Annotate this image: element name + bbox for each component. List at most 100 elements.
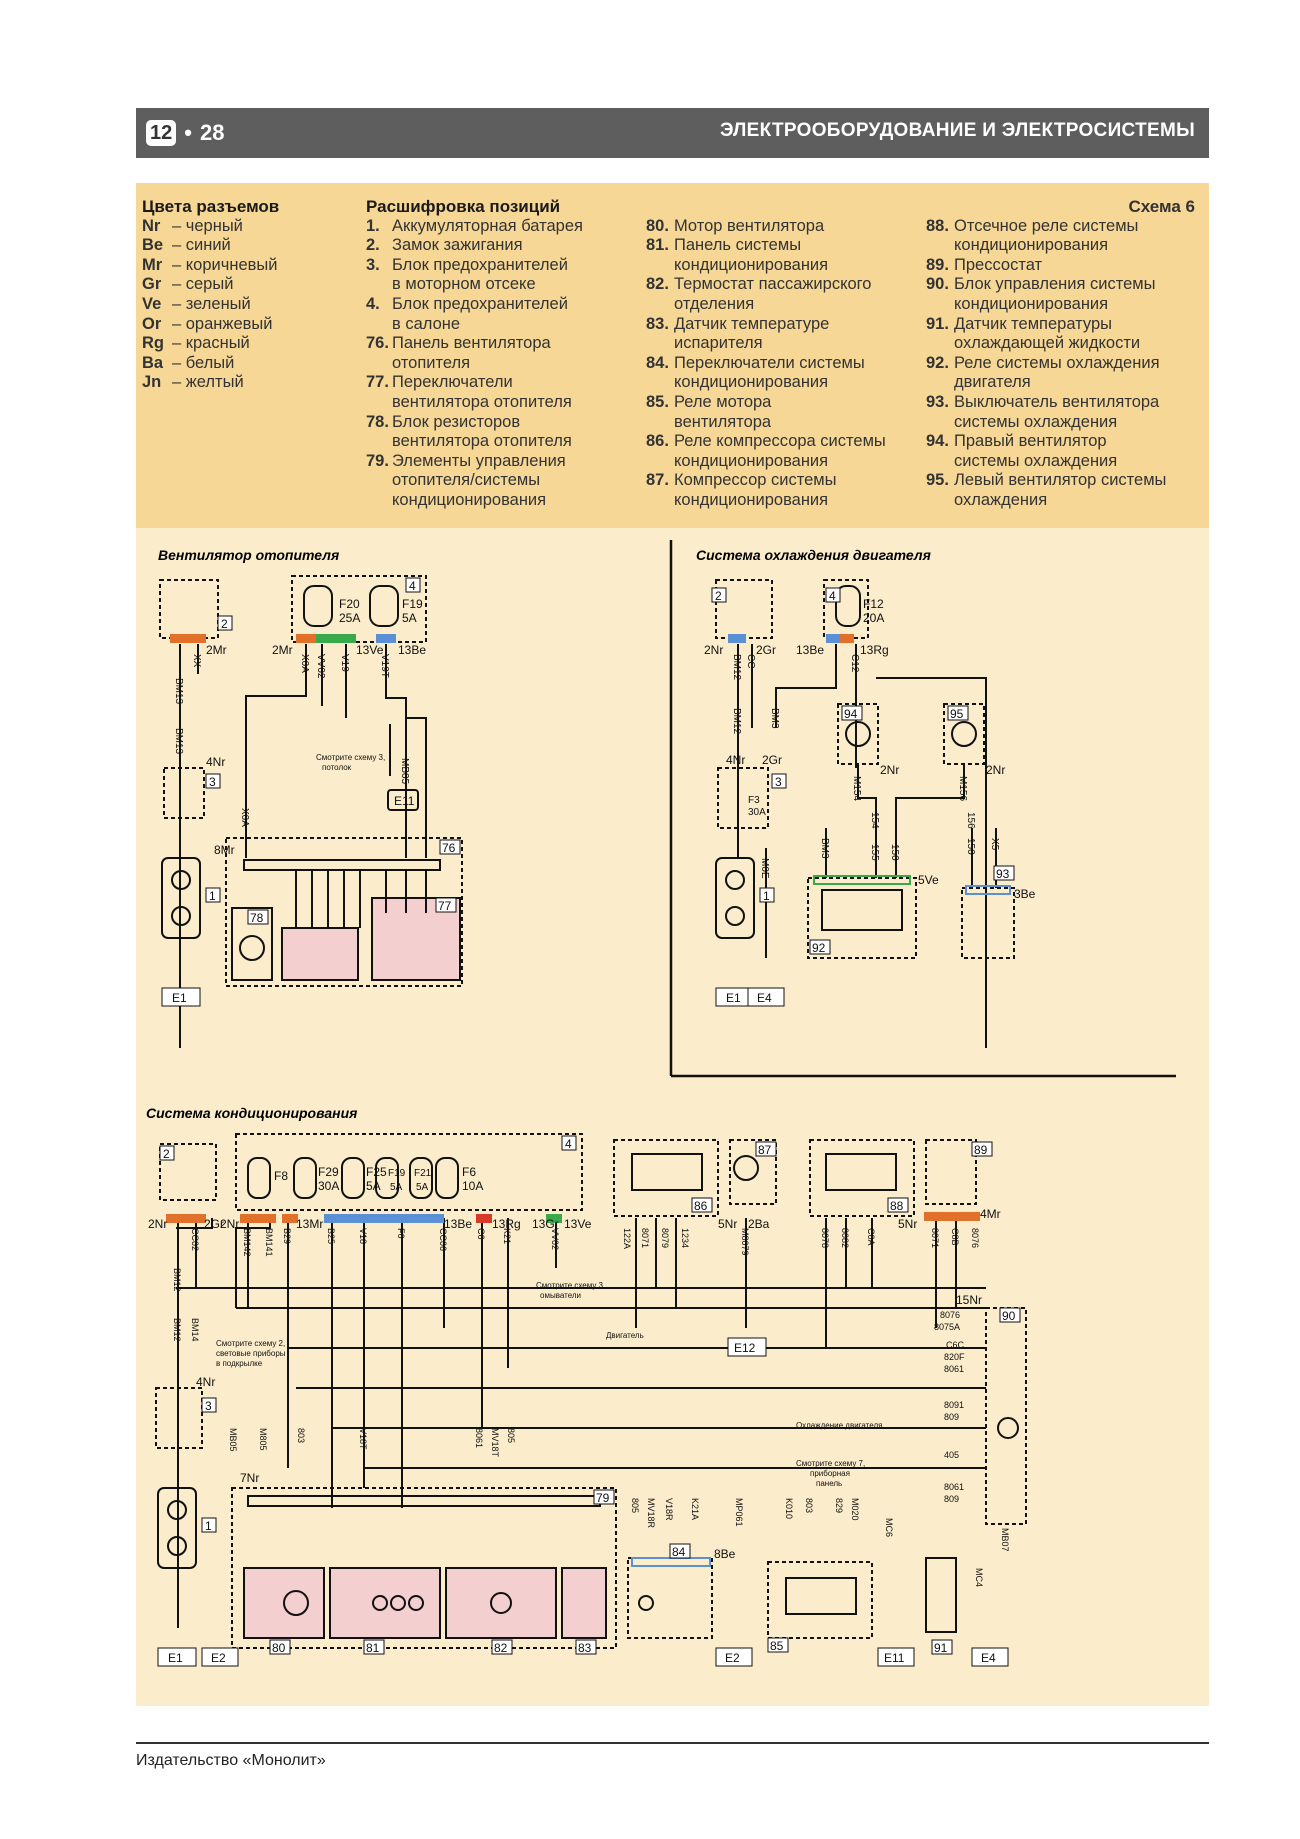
position-text: кондиционирования (954, 236, 1109, 255)
ac-see-b: Смотрите схему 2, (216, 1339, 285, 1348)
ac-label-2gr: 2Gr (204, 1217, 224, 1231)
heater-see-note: Смотрите схему 3, (316, 753, 385, 762)
position-number (646, 256, 674, 276)
position-text: кондиционирования (954, 294, 1109, 313)
heater-label-2mr2: 2Mr (206, 643, 227, 657)
position-item-line: охлаждающей жидкости (926, 334, 1206, 354)
cooling-label-3be: 3Be (1014, 887, 1036, 901)
ac-label-82: 82 (494, 1641, 508, 1655)
connector-color-item: Or– оранжевый (142, 315, 279, 335)
cooling-label-e1: E1 (726, 991, 741, 1005)
page-number: 12 • 28 (146, 120, 224, 146)
position-item-line: 80. Мотор вентилятора (646, 217, 926, 237)
position-item-line: 2.Замок зажигания (366, 236, 606, 256)
cooling-section (715, 579, 1015, 1048)
cooling-wire-12: 155 (869, 844, 880, 861)
connector-color-code: Ve (142, 294, 162, 313)
ac-label-1: 1 (205, 1519, 212, 1533)
position-number: 86. (646, 432, 669, 451)
scheme-number: Схема 6 (1128, 197, 1195, 216)
heater-label-78: 78 (250, 911, 264, 925)
position-item-line: вентилятора (646, 413, 926, 433)
ac-node-8: 405 (944, 1450, 959, 1460)
connector-color-code: Mr (142, 255, 163, 274)
fusebox-3-block (163, 767, 205, 819)
position-number: 81. (646, 236, 669, 255)
position-text: в салоне (392, 314, 461, 333)
ac-wire-12: C6 (476, 1228, 486, 1240)
publisher: Издательство «Монолит» (136, 1752, 326, 1769)
position-number: 92. (926, 353, 949, 372)
position-number: 80. (646, 216, 669, 235)
position-number: 85. (646, 392, 669, 411)
ac-wire-39: 803 (804, 1498, 814, 1513)
heater-label-77: 77 (438, 899, 452, 913)
cooling-label-95: 95 (950, 707, 964, 721)
position-text: Правый вентилятор (954, 432, 1107, 451)
position-item-line: 83.Датчик температуре (646, 315, 926, 335)
position-item-line: 3.Блок предохранителей (366, 256, 606, 276)
ac-wire-14: VV02 (550, 1228, 560, 1250)
ac-wire-15: 8071 (640, 1228, 650, 1248)
wiring-diagram-svg: Вентилятор отопителя (146, 540, 1176, 1667)
position-item-line: системы охлаждения (926, 452, 1206, 472)
ac-label-5nr2: 5Nr (898, 1217, 917, 1231)
ac-wire-21: 8082 (840, 1228, 850, 1248)
position-text: Выключатель вентилятора (954, 392, 1160, 411)
ac-wire-44: MB07 (1000, 1528, 1010, 1552)
position-number: 91. (926, 314, 949, 333)
position-item-line: 89.Прессостат (926, 256, 1206, 276)
positions-list-2: 80. Мотор вентилятора 81. Панель системы кон… (646, 217, 926, 511)
position-item-line: кондиционирования (646, 452, 926, 472)
heater-label-2: 2 (221, 617, 228, 631)
position-number: 1. (366, 216, 380, 235)
cooling-wire-14: 150 (965, 838, 976, 855)
position-number (926, 236, 954, 256)
ac-node-3: C6C (946, 1340, 965, 1350)
position-item-line: 87.Компрессор системы (646, 471, 926, 491)
heater-wire-3: X0A (299, 654, 310, 673)
page-index: 28 (199, 120, 225, 145)
ac-wire-19: M8079 (740, 1228, 750, 1256)
cooling-label-2: 2 (715, 589, 722, 603)
ac-label-4mr: 4Mr (980, 1207, 1001, 1221)
ac-wire-25: 8076 (970, 1228, 980, 1248)
connector-color-code: Or (142, 314, 162, 333)
ac-label-f8: F8 (274, 1169, 288, 1183)
position-item-line: 85.Реле мотора (646, 393, 926, 413)
position-item-line: вентилятора отопителя (366, 393, 606, 413)
ac-label-15nr: 15Nr (956, 1293, 982, 1307)
ac-label-f29: F29 (318, 1165, 339, 1179)
ac-node-4: 820F (944, 1352, 965, 1362)
heater-label-e1: E1 (172, 991, 187, 1005)
position-text: Мотор вентилятора (674, 216, 825, 235)
ac-label-89: 89 (974, 1143, 988, 1157)
position-item-line: двигателя (926, 373, 1206, 393)
ac-wire-43: MC4 (974, 1568, 984, 1587)
ac-wire-36: K21A (690, 1498, 700, 1520)
heater-label-2mr: 2Mr (272, 643, 293, 657)
position-number (646, 295, 674, 315)
connector-color-code: Jn (142, 373, 162, 392)
ac-wire-20: 8078 (820, 1228, 830, 1248)
position-text: Панель системы (674, 236, 802, 255)
ac-label-e12: E12 (734, 1341, 756, 1355)
position-text: Элементы управления (392, 451, 566, 470)
heater-label-1: 1 (209, 889, 216, 903)
position-text: Датчик температуры (954, 314, 1112, 333)
ac-wire-35: V18R (664, 1498, 674, 1521)
cooling-wire-9: 156 (965, 812, 976, 829)
cooling-label-2nr3: 2Nr (986, 763, 1005, 777)
ac-label-e11: E11 (884, 1651, 905, 1665)
cooling-label-93: 93 (996, 867, 1010, 881)
cooling-label-2nr2: 2Nr (880, 763, 899, 777)
ac-label-e1: E1 (168, 1651, 183, 1665)
cooling-label-f3a: 30A (748, 807, 766, 818)
ac-wire-1: BM12 (172, 1268, 182, 1292)
ac-label-f21a: 5A (416, 1182, 429, 1193)
position-item-line: 4.Блок предохранителей (366, 295, 606, 315)
position-item-line: системы охлаждения (926, 413, 1206, 433)
heater-see-note2: потолок (322, 763, 352, 772)
ac-label-3: 3 (205, 1399, 212, 1413)
